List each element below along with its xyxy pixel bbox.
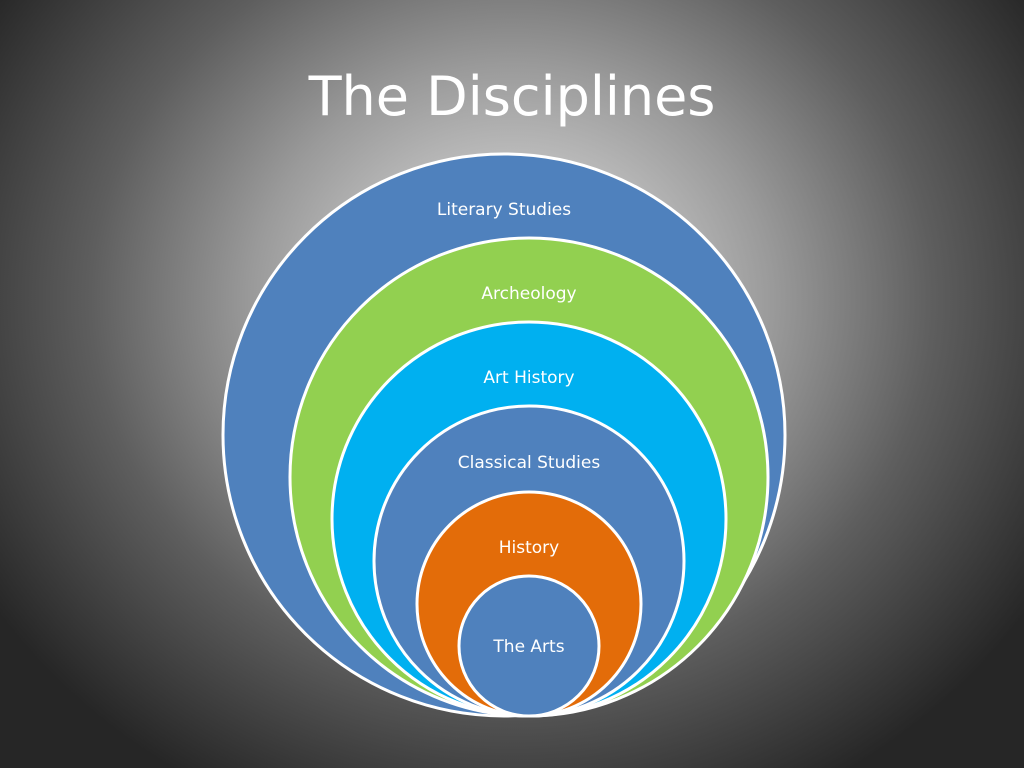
ring-history-label: History xyxy=(499,538,559,558)
ring-the-arts-label: The Arts xyxy=(492,637,564,657)
ring-literary-studies-label: Literary Studies xyxy=(437,200,571,220)
ring-art-history-label: Art History xyxy=(483,368,574,388)
ring-the-arts-circle xyxy=(457,574,601,718)
slide-title: The Disciplines xyxy=(308,65,716,128)
ring-the-arts: The Arts xyxy=(457,574,601,718)
ring-archeology-label: Archeology xyxy=(481,284,576,304)
ring-classical-studies-label: Classical Studies xyxy=(458,453,601,473)
